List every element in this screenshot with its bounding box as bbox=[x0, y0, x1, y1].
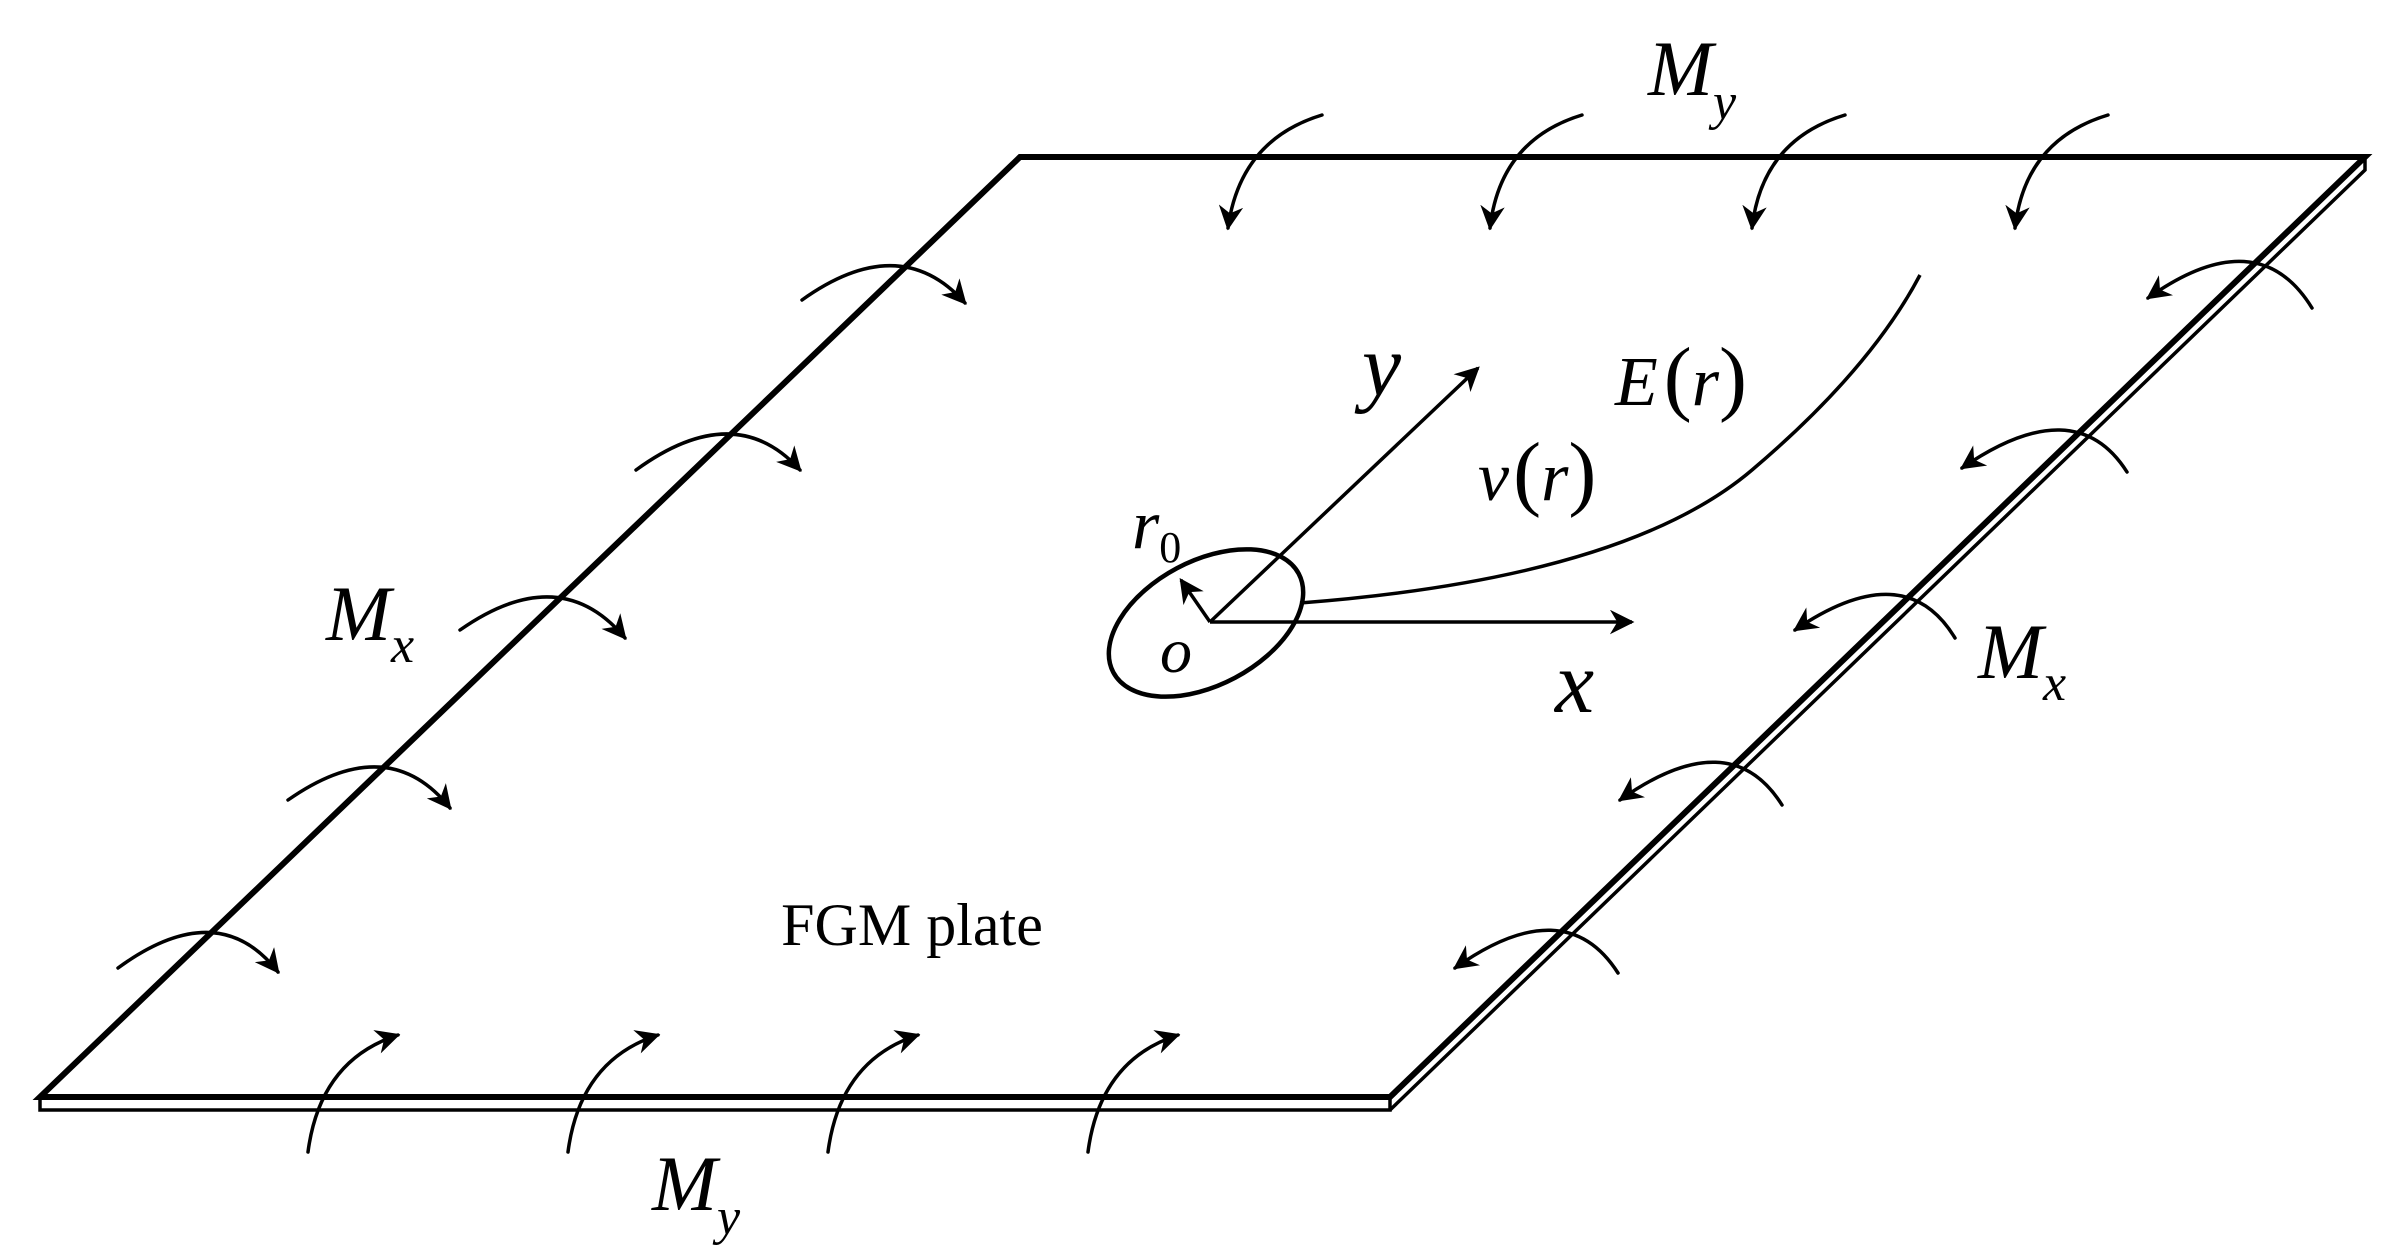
plate-right-thickness-edge bbox=[1388, 157, 2367, 1112]
curved-arrow-icon bbox=[1480, 113, 1584, 231]
plate-front-thickness-edge bbox=[38, 1097, 1392, 1112]
moment-y-top-label: My bbox=[1647, 25, 1737, 131]
moment-y-bottom-label: My bbox=[651, 1140, 741, 1246]
moment-arrows-top bbox=[1218, 113, 2110, 231]
plate-outline bbox=[32, 154, 2373, 1112]
curved-arrow-icon bbox=[1618, 760, 1784, 807]
moment-x-left-label: Mx bbox=[325, 570, 414, 674]
curved-arrow-icon bbox=[1742, 113, 1847, 231]
curved-arrow-icon bbox=[1792, 592, 1957, 640]
curved-arrow-icon bbox=[826, 1030, 921, 1154]
curved-arrow-icon bbox=[1086, 1030, 1181, 1154]
curved-arrow-icon bbox=[1959, 428, 2129, 474]
moment-arrows-right bbox=[1453, 259, 2314, 975]
curved-arrow-icon bbox=[286, 765, 452, 810]
poisson-function-label: ν(r) bbox=[1478, 426, 1596, 519]
curved-arrow-icon bbox=[1453, 928, 1620, 975]
plate-label: FGM plate bbox=[781, 892, 1043, 958]
radius-arrow bbox=[1179, 577, 1212, 623]
origin-label: o bbox=[1160, 615, 1192, 686]
labels: FGM plate My My Mx Mx x y o r0 E(r) ν(r) bbox=[325, 25, 2066, 1246]
modulus-function-label: E(r) bbox=[1614, 331, 1747, 424]
radius-label: r0 bbox=[1132, 487, 1181, 572]
curved-arrow-icon bbox=[458, 595, 627, 640]
curved-arrow-icon bbox=[116, 930, 280, 974]
moment-x-right-label: Mx bbox=[1977, 608, 2066, 712]
moment-arrows-bottom bbox=[306, 1030, 1181, 1154]
curved-arrow-icon bbox=[2146, 259, 2314, 310]
coordinate-axes bbox=[1179, 366, 1635, 635]
material-gradation-curve bbox=[1299, 274, 1922, 605]
curved-arrow-icon bbox=[634, 432, 802, 472]
curved-arrow-icon bbox=[800, 264, 967, 305]
curved-arrow-icon bbox=[566, 1030, 661, 1154]
y-axis-arrow bbox=[1208, 366, 1480, 624]
x-axis-label: x bbox=[1553, 635, 1594, 732]
curved-arrow-icon bbox=[1218, 113, 1324, 231]
y-axis-label: y bbox=[1354, 318, 1402, 415]
hole-ellipse bbox=[1106, 547, 1306, 699]
curved-arrow-icon bbox=[2005, 113, 2110, 231]
curved-arrow-icon bbox=[306, 1030, 401, 1154]
moment-arrows-left bbox=[116, 264, 967, 974]
